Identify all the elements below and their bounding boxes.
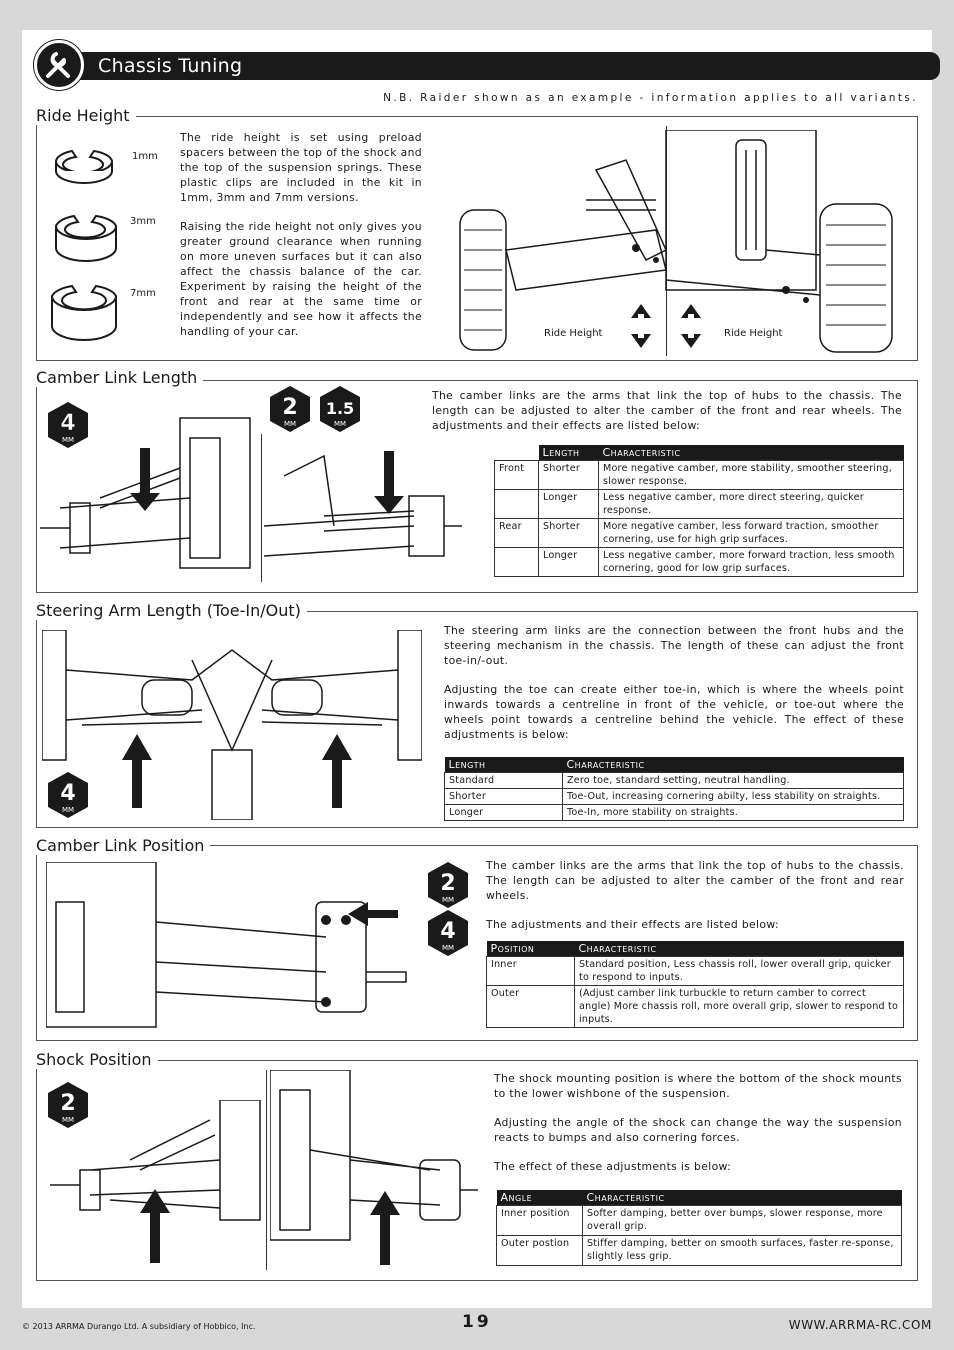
shock-divider	[266, 1070, 267, 1270]
svg-text:2: 2	[440, 871, 455, 896]
camber-link-rear-illustration	[263, 416, 464, 580]
page-title: Chassis Tuning	[98, 55, 243, 77]
camber-position-box	[36, 845, 918, 1041]
ride-height-car-illustration	[456, 129, 906, 358]
ride-height-title: Ride Height	[36, 106, 136, 125]
svg-text:2: 2	[60, 1091, 75, 1116]
page-number: 19	[462, 1312, 492, 1332]
steering-box	[36, 611, 918, 828]
camber-length-divider	[261, 434, 262, 582]
steering-title: Steering Arm Length (Toe-In/Out)	[36, 601, 307, 620]
svg-text:MM: MM	[62, 436, 74, 444]
shock-box	[36, 1060, 918, 1281]
svg-text:1.5: 1.5	[326, 399, 354, 418]
tools-logo-icon	[34, 40, 84, 90]
ride-height-box	[36, 116, 918, 361]
svg-text:MM: MM	[442, 896, 454, 904]
shock-position-left-illustration	[50, 1099, 262, 1274]
svg-text:2: 2	[282, 395, 297, 420]
steering-text: The steering arm links are the connectio…	[444, 624, 904, 741]
svg-text:MM: MM	[284, 420, 296, 428]
ride-height-arrow-label-front: Ride Height	[544, 328, 603, 339]
shock-title: Shock Position	[36, 1050, 158, 1069]
svg-text:4: 4	[60, 781, 75, 806]
clip-label-7mm: 7mm	[130, 288, 156, 299]
steering-illustration	[41, 629, 423, 824]
copyright: © 2013 ARRMA Durango Ltd. A subsidiary o…	[22, 1322, 256, 1331]
variant-note: N.B. Raider shown as an example - inform…	[383, 92, 918, 104]
preload-clips-illustration	[46, 136, 166, 350]
camber-link-front-illustration	[40, 408, 255, 582]
svg-text:MM: MM	[62, 806, 74, 814]
clip-label-3mm: 3mm	[130, 216, 156, 227]
camber-position-illustration	[45, 861, 416, 1036]
svg-text:4: 4	[60, 411, 75, 436]
camber-length-title: Camber Link Length	[36, 368, 204, 387]
table-row: Outer(Adjust camber link turbuckle to re…	[486, 985, 904, 1028]
svg-text:MM: MM	[442, 944, 454, 952]
shock-text: The shock mounting position is where the…	[494, 1072, 902, 1173]
camber-position-text: The camber links are the arms that link …	[486, 859, 904, 931]
svg-text:MM: MM	[334, 420, 346, 428]
camber-length-box	[36, 380, 918, 593]
svg-text:MM: MM	[62, 1116, 74, 1124]
camber-position-title: Camber Link Position	[36, 836, 211, 855]
svg-text:4: 4	[440, 919, 455, 944]
ride-height-text: The ride height is set using preload spa…	[180, 131, 422, 338]
camber-length-text: The camber links are the arms that link …	[432, 389, 902, 432]
page	[22, 30, 932, 1308]
shock-position-right-illustration	[269, 1069, 480, 1274]
website-link[interactable]: WWW.ARRMA-RC.COM	[788, 1318, 932, 1332]
ride-height-arrow-label-rear: Ride Height	[724, 328, 783, 339]
clip-label-1mm: 1mm	[132, 151, 158, 162]
title-banner	[72, 52, 940, 80]
